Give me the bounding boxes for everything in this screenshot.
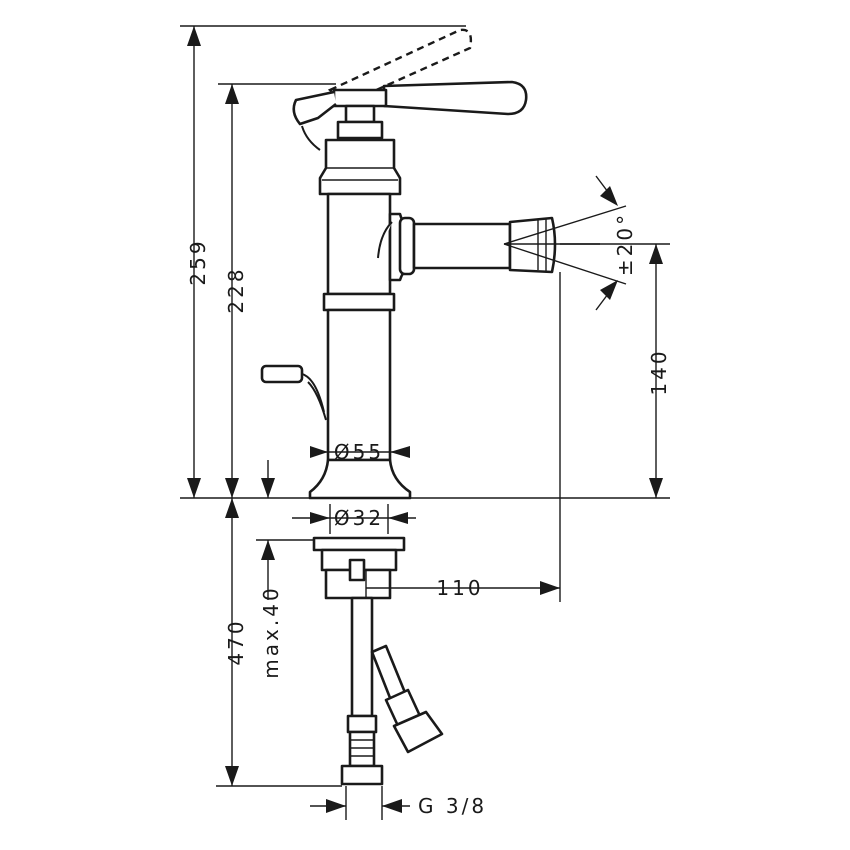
mounting-washer	[312, 536, 406, 552]
label-hose-length: 470	[224, 618, 248, 665]
cartridge-cap	[344, 104, 376, 124]
hose-fitting-body	[348, 730, 376, 768]
body-ring	[322, 292, 396, 312]
label-shank-diameter: Ø32	[334, 506, 384, 530]
popup-rod-knob	[260, 364, 304, 384]
handle-hook	[292, 90, 337, 126]
label-connection-thread: G 3/8	[418, 794, 487, 818]
label-swivel-angle: ±20°	[613, 212, 637, 276]
hose-connector-nut	[340, 764, 384, 786]
cartridge-nut	[336, 120, 384, 140]
spout-arm	[412, 222, 512, 270]
label-body-diameter: Ø55	[334, 440, 384, 464]
label-height-total: 259	[186, 238, 210, 285]
dimension-labels: 259 228 140 ±20° Ø55 Ø32 110 max.40 470 …	[186, 212, 671, 818]
faucet-body	[260, 28, 557, 786]
dimension-lines	[180, 25, 670, 820]
lever-handle	[382, 80, 528, 116]
spout-collar	[398, 216, 416, 276]
spout-aerator	[508, 216, 557, 274]
label-max-thickness: max.40	[259, 585, 283, 678]
body-column-lower	[326, 308, 392, 462]
supply-hose-straight	[350, 596, 374, 718]
hose-fitting-upper	[346, 714, 378, 734]
body-base	[308, 458, 412, 500]
handle-hook-tail	[301, 125, 321, 151]
drain-rod-link	[348, 558, 366, 582]
label-height-spout: 228	[224, 266, 248, 313]
handle-raised-outline	[327, 28, 473, 106]
angled-connector-nut	[392, 710, 444, 754]
label-spout-height: 140	[647, 348, 671, 395]
handle-hub	[332, 88, 388, 108]
label-spout-reach: 110	[436, 576, 483, 600]
body-collar	[318, 138, 402, 196]
